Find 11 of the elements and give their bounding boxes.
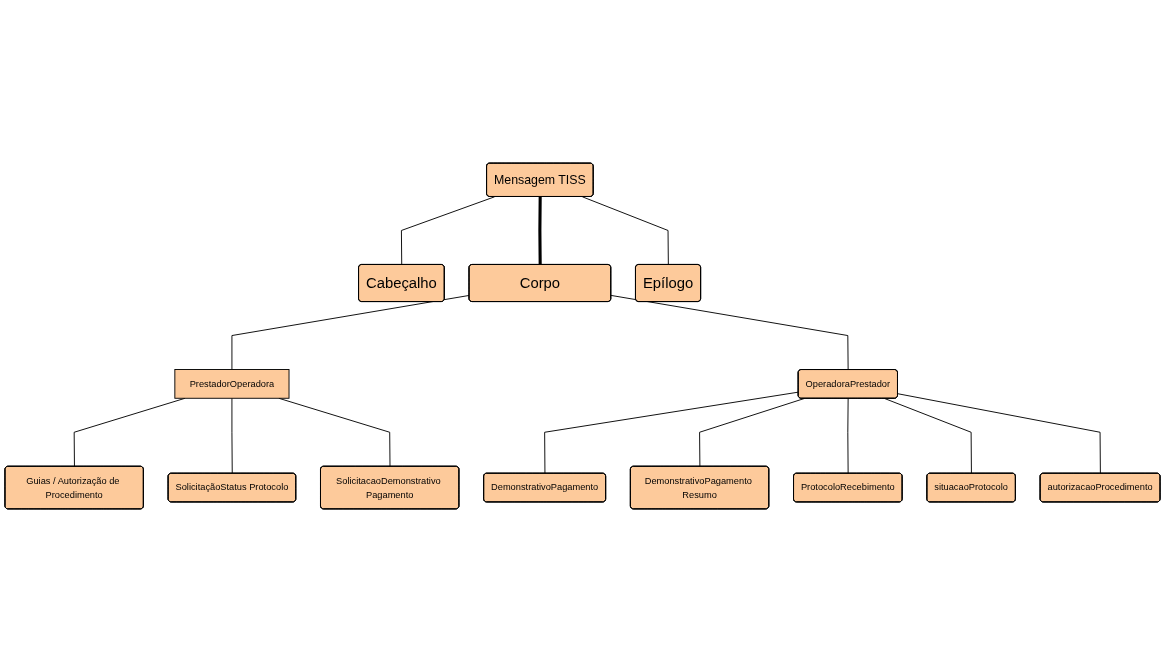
node-box: PrestadorOperadora [174, 369, 290, 399]
connector [610, 294, 849, 371]
connector [538, 196, 542, 265]
connector [581, 196, 669, 266]
connector [847, 398, 849, 474]
connector [884, 398, 972, 474]
connector [231, 397, 233, 474]
connector [231, 294, 470, 370]
connector [544, 391, 799, 474]
connector [400, 196, 496, 266]
connector [897, 393, 1101, 474]
